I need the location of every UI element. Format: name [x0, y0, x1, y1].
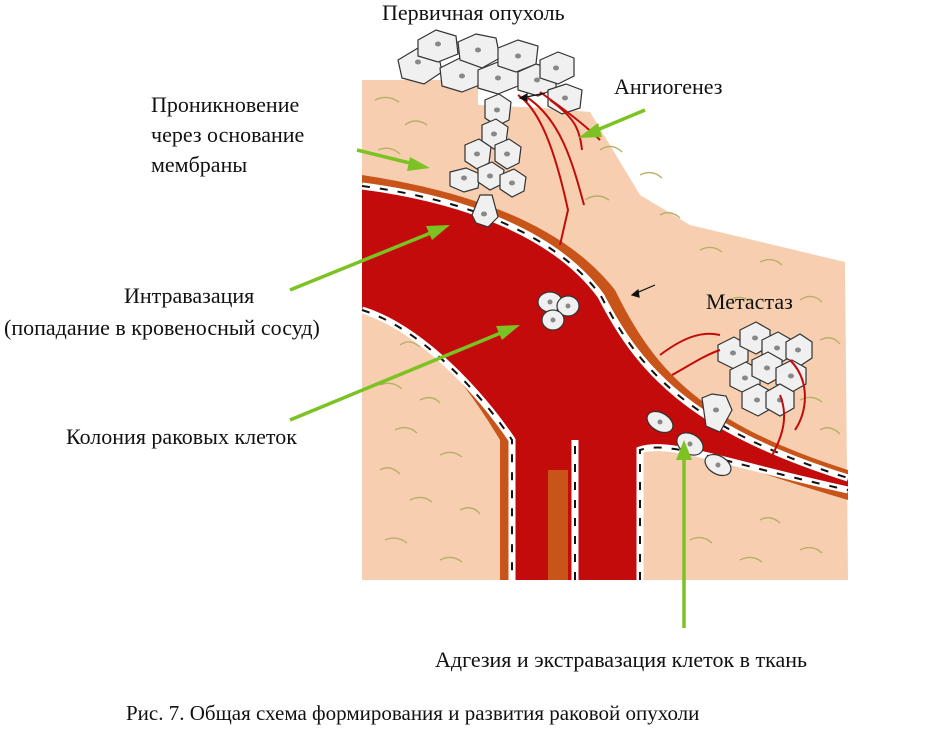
label-extravasation: Адгезия и экстравазация клеток в ткань	[435, 647, 807, 672]
label-metastasis: Метастаз	[706, 289, 793, 314]
small-branch-vessel	[548, 470, 568, 580]
label-primary-tumor: Первичная опухоль	[382, 0, 565, 25]
label-colony: Колония раковых клеток	[66, 424, 297, 449]
figure-caption: Рис. 7. Общая схема формирования и разви…	[126, 701, 699, 725]
label-invasion-1: Проникновение	[151, 92, 299, 117]
label-angiogenesis: Ангиогенез	[614, 74, 722, 99]
label-invasion-3: мембраны	[151, 152, 247, 177]
label-invasion-2: через основание	[151, 122, 304, 147]
label-intravasation-1: Интравазация	[124, 283, 254, 308]
label-intravasation-2: (попадание в кровеносный сосуд)	[4, 315, 320, 340]
